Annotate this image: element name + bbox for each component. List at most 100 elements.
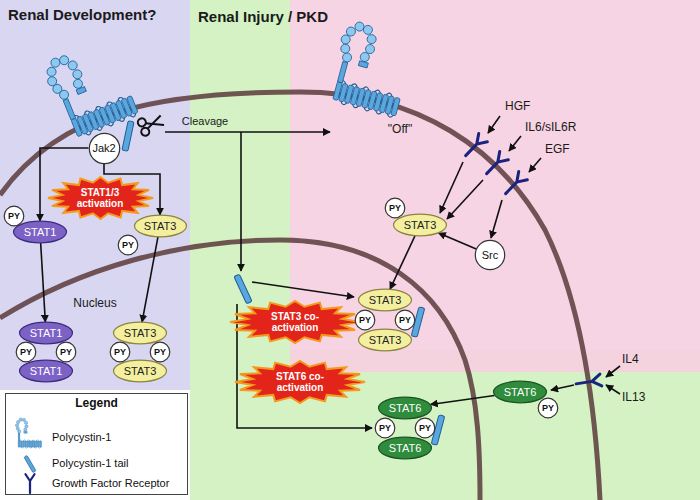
node-text: STAT1 (30, 327, 63, 340)
oval-shape (359, 329, 412, 351)
compartment-label: Nucleus (73, 297, 116, 311)
growth-factor-receptor (461, 133, 487, 159)
node-text: STAT3 co-activation (259, 311, 331, 334)
activation-starburst: STAT6 co-activation (235, 361, 365, 403)
signal-arrow (491, 200, 502, 238)
node-text: STAT3 (369, 334, 402, 347)
oval-shape (118, 235, 138, 255)
phospho-circle: PY (110, 342, 130, 362)
polycystin-1-symbol (15, 418, 41, 448)
ligand-label: EGF (545, 143, 570, 157)
oval-shape (355, 310, 375, 330)
protein-oval: STAT3 (113, 322, 167, 344)
cleavage-arrow (165, 131, 330, 133)
ligand-label: HGF (505, 100, 530, 114)
phospho-circle: PY (118, 235, 138, 255)
signal-arrow (551, 385, 574, 390)
node-text: PY (114, 347, 126, 357)
oval-shape (385, 198, 405, 218)
node-text: PY (399, 315, 411, 325)
growth-factor-receptor (26, 474, 35, 493)
scissors-icon (137, 112, 166, 137)
legend-box: Polycystin-1Polycystin-1 tailGrowth Fact… (5, 393, 188, 495)
ligand-arrow (606, 385, 620, 394)
legend-text: Polycystin-1 tail (52, 457, 128, 470)
phospho-circle: PY (415, 418, 435, 438)
node-text: PY (20, 347, 32, 357)
oval-shape (4, 206, 24, 226)
phospho-circle: PY (16, 342, 36, 362)
development-region (0, 0, 190, 390)
polycystin-tail-symbol (234, 274, 252, 304)
region-label: Renal Injury / PKD (198, 8, 328, 25)
signal-arrow (142, 237, 158, 322)
node-text: STAT6 (504, 386, 537, 399)
node-text: STAT3 (369, 294, 402, 307)
signal-arrow (439, 233, 477, 249)
node-text: Jak2 (92, 142, 115, 155)
legend-row: Polycystin-1 tail (52, 457, 128, 470)
activation-starburst: STAT1/3 activation (48, 177, 153, 219)
starburst-shape (230, 301, 360, 343)
starburst-shape (235, 361, 365, 403)
cell-membrane (0, 92, 600, 500)
phospho-circle: PY (4, 206, 24, 226)
oval-shape (110, 342, 130, 362)
protein-oval: STAT1 (19, 360, 73, 382)
legend-text: Polycystin-1 (52, 431, 111, 444)
legend-text: Growth Factor Receptor (52, 477, 169, 490)
node-text: STAT1 (24, 226, 57, 239)
polycystin-tail-symbol (24, 455, 36, 472)
signal-arrow (447, 180, 483, 219)
node-text: PY (122, 240, 134, 250)
oval-shape (394, 214, 447, 236)
ligand-label: IL13 (622, 391, 645, 405)
signal-arrow (431, 396, 495, 405)
pathway-arrows (165, 116, 620, 428)
node-text: STAT1 (30, 365, 63, 378)
node-text: PY (419, 423, 431, 433)
oval-shape (494, 381, 547, 403)
process-label: Cleavage (182, 115, 228, 128)
oval-shape (20, 322, 73, 344)
region-title: Renal Development? (8, 6, 156, 23)
node-text: PY (154, 347, 166, 357)
ligand-label: IL6/sIL6R (525, 121, 576, 135)
node-text: PY (359, 315, 371, 325)
legend-row: Growth Factor Receptor (52, 477, 169, 490)
oval-shape (150, 342, 170, 362)
protein-circle: Src (475, 240, 505, 270)
protein-oval: STAT6 (493, 381, 547, 403)
polycystin-1-symbol (325, 18, 417, 118)
signal-arrow (41, 243, 46, 322)
phospho-circle: PY (538, 398, 558, 418)
protein-oval: STAT3 (134, 215, 187, 237)
oval-shape (16, 342, 36, 362)
node-text: STAT3 (144, 220, 177, 233)
polycystin-1-symbol (40, 37, 139, 142)
protein-oval: STAT6 (378, 397, 432, 419)
tail-release-arrow (240, 132, 242, 271)
starburst-shape (48, 177, 153, 219)
protein-oval: STAT3 (113, 360, 167, 382)
oval-shape (475, 240, 504, 269)
oval-shape (379, 437, 432, 459)
protein-oval: STAT6 (378, 437, 432, 459)
legend-title: Legend (75, 397, 118, 411)
oval-shape (14, 221, 67, 243)
polycystin-tail-symbol (122, 121, 134, 152)
state-label: "Off" (388, 123, 412, 137)
protein-oval: STAT1 (19, 322, 73, 344)
phospho-circle: PY (385, 198, 405, 218)
node-text: PY (389, 203, 401, 213)
stat6-region-green (190, 350, 700, 500)
oval-shape (134, 215, 186, 237)
phospho-circle: PY (56, 342, 76, 362)
node-text: STAT3 (124, 365, 157, 378)
ligand-arrow (529, 158, 541, 172)
region-band: Renal Development?Jak2PYSTAT1STAT1/3 act… (0, 0, 190, 390)
node-text: STAT3 (404, 219, 437, 232)
activation-starburst: STAT3 co-activation (230, 301, 360, 343)
legend-row: Polycystin-1 (52, 431, 111, 444)
growth-factor-receptor (501, 171, 527, 197)
